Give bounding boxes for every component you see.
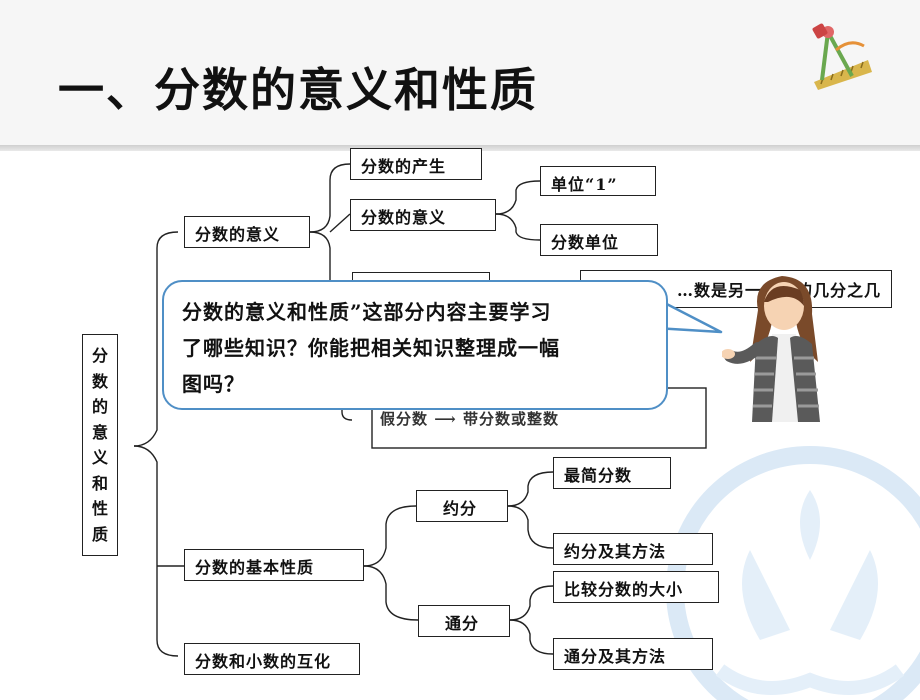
page-title: 一、分数的意义和性质: [58, 63, 538, 117]
ruler-compass-logo-icon: [812, 23, 872, 90]
root-char: 意: [91, 422, 108, 442]
brace-reduce-upper: [507, 471, 554, 507]
node-unit-one: 单位“1”: [540, 166, 656, 196]
node-fraction-meaning-sub: 分数的意义: [350, 199, 496, 231]
brace-reduce-lower: [507, 505, 554, 549]
brace-meaning-lower: [309, 231, 331, 280]
node-compare-fractions: 比较分数的大小: [553, 571, 719, 603]
node-basic-property: 分数的基本性质: [184, 549, 364, 581]
root-topic-box: 分 数 的 意 义 和 性 质: [82, 334, 118, 556]
speech-line-2: 了哪些知识？你能把相关知识整理成一幅: [182, 336, 560, 360]
brace-basic-upper: [363, 505, 417, 567]
root-char: 和: [91, 473, 108, 493]
brace-unit-upper: [495, 180, 541, 215]
node-fraction-unit: 分数单位: [540, 224, 658, 256]
brace-root-upper: [133, 231, 179, 447]
root-char: 分: [91, 346, 108, 365]
node-improper-fraction: 假分数 ⟶ 带分数或整数: [380, 410, 559, 428]
link-improper: [341, 400, 353, 421]
teacher-illustration-icon: [722, 276, 820, 422]
link-meaning-sub: [329, 213, 351, 233]
brace-meaning-upper: [309, 163, 351, 233]
brace-basic-lower: [363, 565, 419, 621]
root-char: 义: [91, 448, 108, 467]
node-fraction-meaning: 分数的意义: [184, 216, 310, 248]
node-common-method: 通分及其方法: [553, 638, 713, 670]
node-fraction-origin: 分数的产生: [350, 148, 482, 180]
root-char: 数: [91, 371, 108, 391]
speech-bubble: 分数的意义和性质”这部分内容主要学习 了哪些知识？你能把相关知识整理成一幅 图吗…: [162, 280, 668, 410]
node-fraction-decimal: 分数和小数的互化: [184, 643, 360, 675]
brace-common-upper: [509, 585, 554, 621]
root-char: 质: [91, 524, 108, 544]
speech-line-1: 分数的意义和性质”这部分内容主要学习: [182, 300, 552, 324]
brace-unit-lower: [495, 213, 541, 241]
title-band: [0, 0, 920, 145]
brace-root-lower: [133, 445, 179, 657]
node-reduce-method: 约分及其方法: [553, 533, 713, 565]
speech-line-3: 图吗？: [182, 372, 245, 396]
root-char: 的: [91, 397, 108, 416]
node-common-denominator: 通分: [418, 605, 510, 637]
brace-common-lower: [509, 619, 554, 655]
root-char: 性: [91, 499, 108, 518]
node-reduce: 约分: [416, 490, 508, 522]
node-simplest-fraction: 最简分数: [553, 457, 671, 489]
